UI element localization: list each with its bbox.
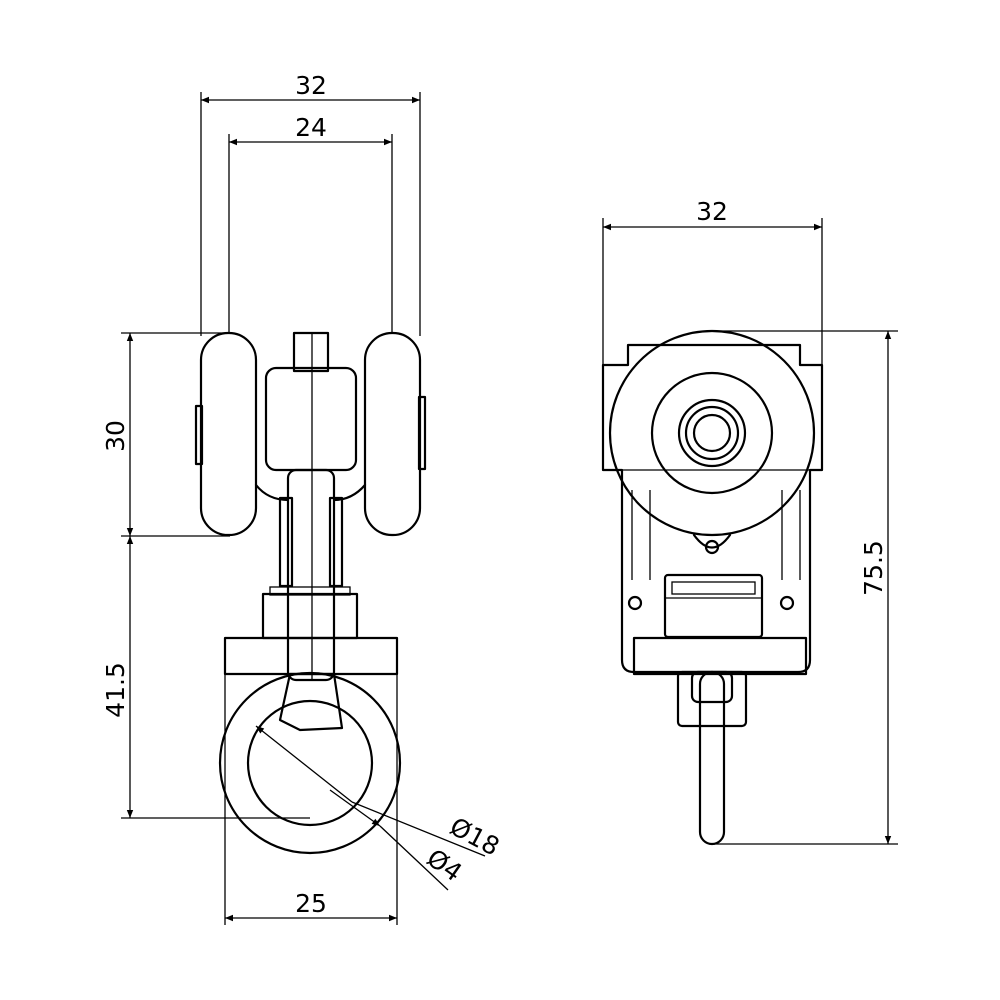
side-block — [663, 573, 764, 639]
collar — [261, 592, 359, 640]
dim-total-height: 75.5 — [859, 540, 888, 596]
dim-lower-height: 41.5 — [101, 662, 130, 718]
dim-wheel-spacing: 24 — [295, 113, 327, 142]
axle-stub — [292, 331, 330, 373]
hanger-stem — [286, 468, 336, 682]
small-hole — [779, 595, 795, 611]
dim-wheel-height: 30 — [101, 420, 130, 452]
front-view: 32 24 30 41.5 25 Ø18 Ø4 — [101, 71, 504, 925]
dim-side-width: 32 — [696, 197, 728, 226]
dim-wire-diameter: Ø4 — [422, 843, 468, 887]
right-wheel — [363, 331, 427, 537]
dim-outer-width: 32 — [295, 71, 327, 100]
center-hub — [254, 333, 367, 680]
small-hole — [627, 595, 643, 611]
dim-bottom-width: 25 — [295, 889, 327, 918]
hanger-plate-left — [278, 496, 294, 588]
side-bracket — [601, 343, 824, 674]
side-view: 32 75.5 — [601, 197, 898, 846]
left-wheel — [194, 331, 258, 537]
side-wheel — [608, 329, 816, 537]
side-hook — [676, 670, 748, 846]
hook-ring — [218, 671, 402, 855]
side-bottom-plate — [632, 636, 808, 676]
hanger-plate-right — [328, 496, 344, 588]
bottom-plate — [223, 636, 399, 676]
